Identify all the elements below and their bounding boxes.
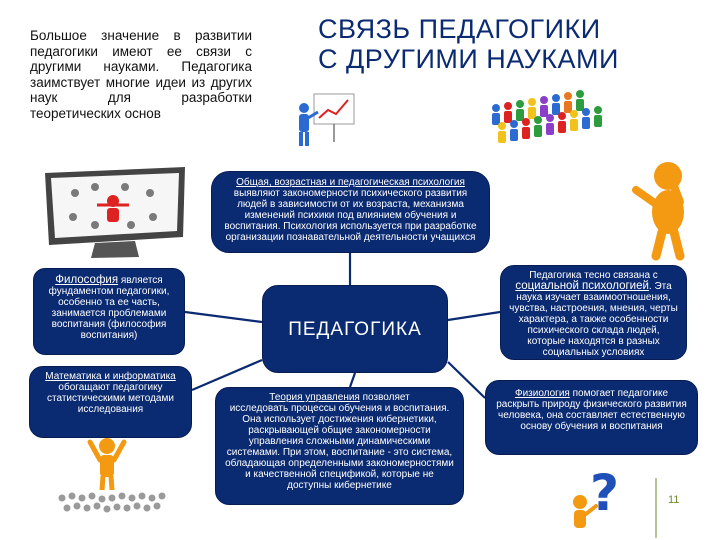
philosophy-text: фундаментом педагогики, особенно та ее ч…	[48, 286, 170, 341]
leader-crowd-icon	[58, 438, 166, 513]
management-heading-rest: позволяет	[359, 392, 410, 403]
pedagogy-center-box: ПЕДАГОГИКА	[262, 285, 448, 373]
social-psychology-box: Педагогика тесно связана с социальной пс…	[500, 265, 687, 360]
title-line-2: С ДРУГИМИ НАУКАМИ	[318, 44, 619, 74]
math-heading: Математика и информатика	[45, 371, 176, 382]
physiology-text: раскрыть природу физического развития че…	[496, 399, 687, 432]
philosophy-heading-rest: является	[118, 275, 163, 286]
social-lead: Педагогика тесно связана с	[529, 270, 658, 281]
philosophy-heading: Философия	[55, 274, 119, 286]
math-informatics-box: Математика и информатика обогащают педаг…	[29, 366, 192, 438]
page-number: 11	[668, 494, 680, 506]
psychology-heading: Общая, возрастная и педагогическая психо…	[236, 177, 465, 188]
physiology-heading-rest: помогает педагогике	[569, 388, 669, 399]
presentation-figure-icon	[299, 93, 355, 146]
page-divider-line	[655, 478, 657, 538]
math-text: обогащают педагогику статистическими мет…	[47, 382, 174, 415]
intro-paragraph: Большое значение в развитии педагогики и…	[30, 28, 252, 121]
social-heading-rest: . Эта	[648, 281, 672, 292]
psychology-text: выявляют закономерности психического раз…	[224, 188, 477, 243]
management-theory-box: Теория управления позволяет исследовать …	[215, 387, 464, 505]
crowd-figures-icon	[492, 90, 602, 143]
page-title: СВЯЗЬ ПЕДАГОГИКИ С ДРУГИМИ НАУКАМИ	[318, 14, 638, 74]
psychology-box: Общая, возрастная и педагогическая психо…	[211, 171, 490, 253]
svg-text:?: ?	[590, 464, 619, 522]
question-mark-figure-icon: ?	[573, 464, 619, 528]
thinking-figure-icon	[632, 162, 685, 261]
title-line-1: СВЯЗЬ ПЕДАГОГИКИ	[318, 14, 601, 44]
social-text: наука изучает взаимоотношения, чувства, …	[509, 292, 678, 358]
management-text: исследовать процессы обучения и воспитан…	[225, 403, 454, 491]
social-heading: социальной психологией	[515, 280, 649, 292]
philosophy-box: Философия является фундаментом педагогик…	[33, 268, 185, 355]
monitor-people-icon	[45, 167, 185, 258]
physiology-heading: Физиология	[514, 388, 570, 399]
management-heading: Теория управления	[269, 392, 360, 403]
physiology-box: Физиология помогает педагогике раскрыть …	[485, 380, 698, 455]
